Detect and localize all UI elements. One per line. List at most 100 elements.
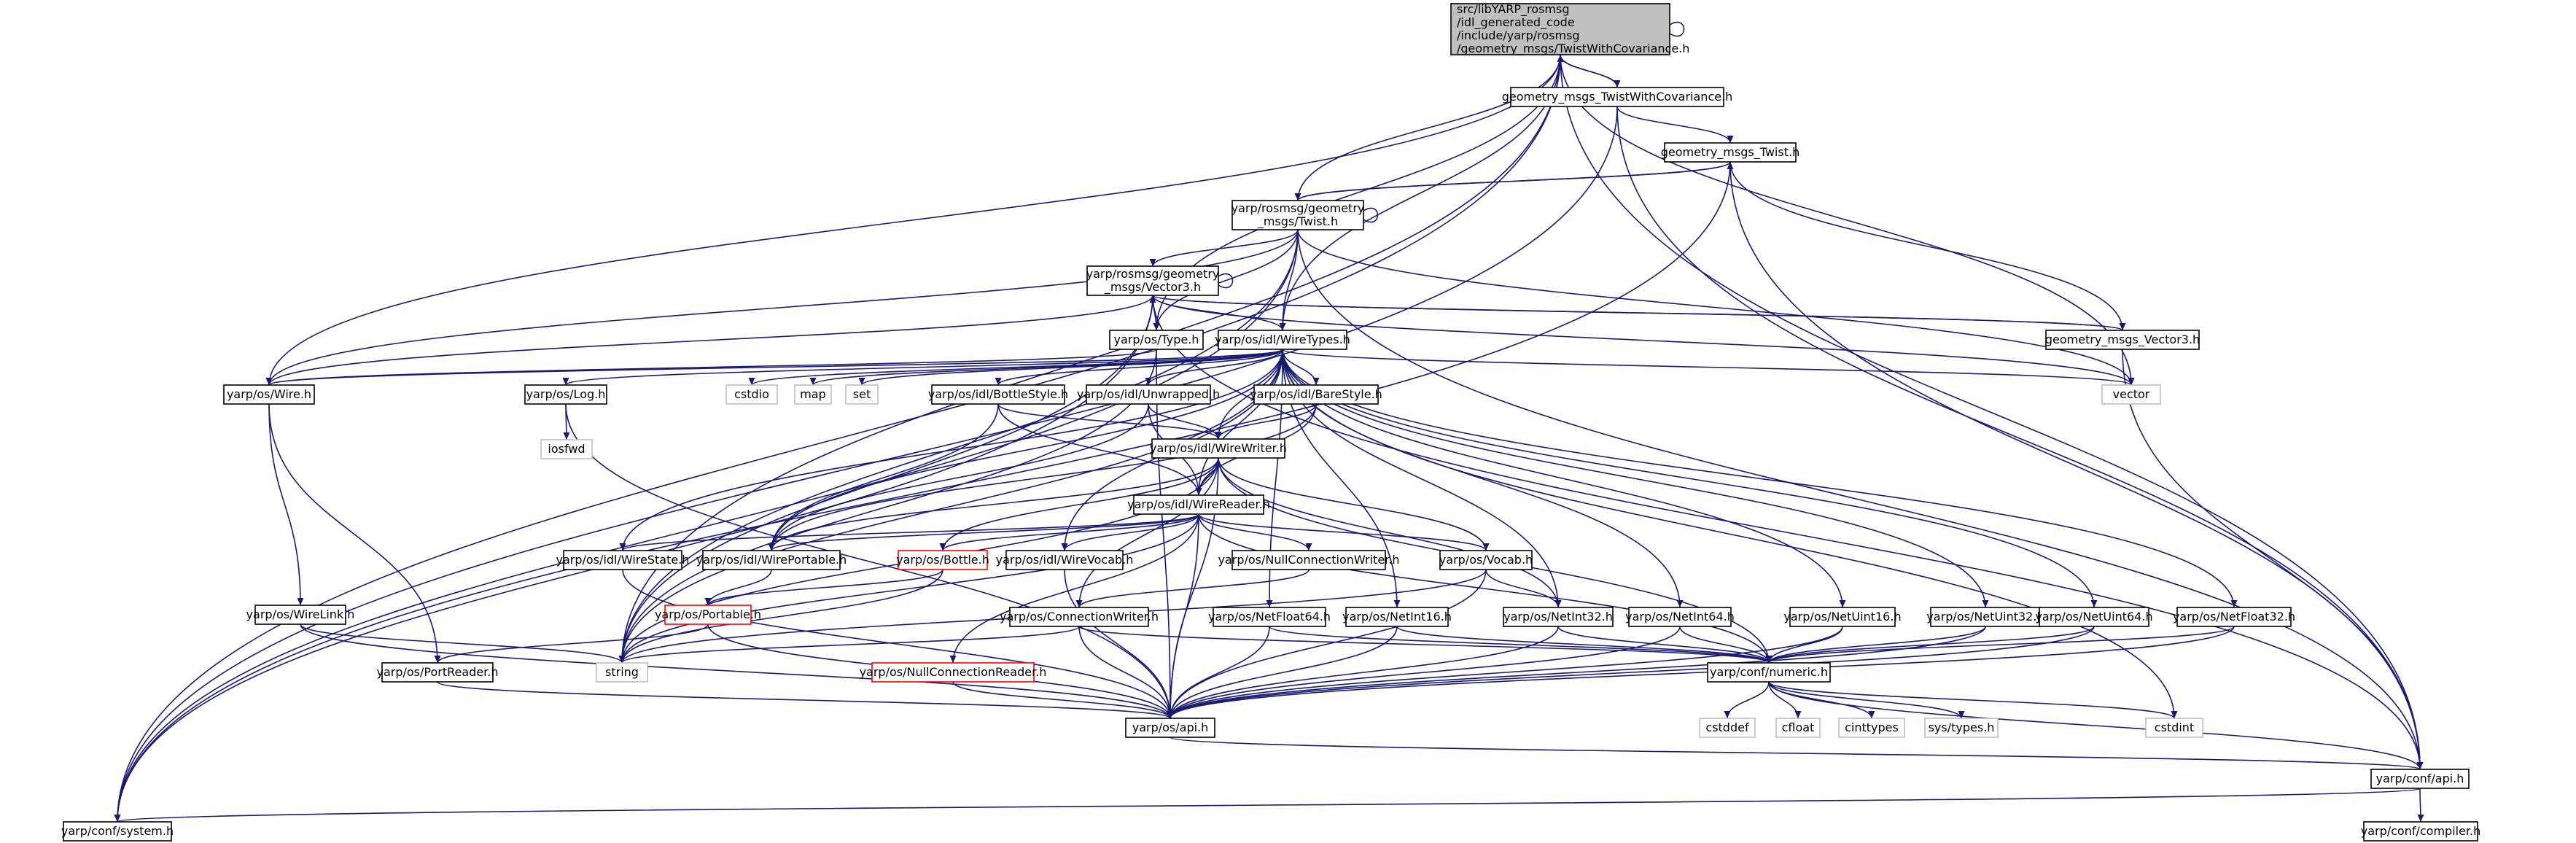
node-label: map [800, 387, 826, 401]
edge-wirelink-to-string [300, 623, 623, 664]
node-gmtwist[interactable]: geometry_msgs_Twist.h [1661, 142, 1799, 163]
node-wireportable[interactable]: yarp/os/idl/WirePortable.h [696, 550, 847, 570]
node-systypes[interactable]: sys/types.h [1924, 718, 1999, 738]
node-wire[interactable]: yarp/os/Wire.h [223, 384, 315, 405]
node-unwrapped[interactable]: yarp/os/idl/Unwrapped.h [1077, 384, 1220, 405]
node-wirevocab[interactable]: yarp/os/idl/WireVocab.h [996, 550, 1134, 570]
node-netfloat64[interactable]: yarp/os/NetFloat64.h [1208, 607, 1331, 627]
arrowhead-wiretypes-to-wire [265, 378, 273, 385]
arrowhead-yrtwist-to-yrvec3 [1149, 258, 1156, 266]
node-box [1086, 265, 1219, 296]
node-vocab[interactable]: yarp/os/Vocab.h [1439, 550, 1533, 570]
node-wirewriter[interactable]: yarp/os/idl/WireWriter.h [1150, 438, 1287, 459]
arrowhead-numeric-to-cstddef [1724, 711, 1731, 718]
node-label: sys/types.h [1929, 720, 1995, 734]
node-cstddef[interactable]: cstddef [1699, 718, 1756, 738]
node-string[interactable]: string [596, 662, 648, 683]
node-netuint64[interactable]: yarp/os/NetUint64.h [2035, 607, 2153, 627]
arrowhead-netfloat32-to-numeric [1765, 656, 1773, 663]
node-connwriter[interactable]: yarp/os/ConnectionWriter.h [1000, 607, 1159, 627]
node-netuint32[interactable]: yarp/os/NetUint32.h [1926, 607, 2044, 627]
edge-gmtwist-to-gmvec3 [1729, 161, 2123, 331]
edge-netfloat64-to-numeric [1269, 626, 1770, 664]
node-wiretypes[interactable]: yarp/os/idl/WireTypes.h [1215, 330, 1350, 350]
edge-connwriter-to-string [621, 626, 1080, 664]
node-wirelink[interactable]: yarp/os/WireLink.h [246, 605, 355, 625]
node-barestyle[interactable]: yarp/os/idl/BareStyle.h [1250, 384, 1382, 405]
node-type[interactable]: yarp/os/Type.h [1109, 330, 1204, 350]
node-cstdio[interactable]: cstdio [725, 384, 778, 405]
edge-root-to-vector [1560, 54, 2132, 386]
node-cfloat[interactable]: cfloat [1775, 718, 1821, 738]
node-vector[interactable]: vector [2101, 384, 2161, 405]
arrowhead-twc-to-gmtwist [1727, 135, 1734, 143]
edge-wirelink-to-osapi [300, 623, 1171, 719]
node-box [2101, 384, 2161, 405]
edge-wiretypes-to-wire [268, 349, 1283, 386]
node-root[interactable]: src/libYARP_rosmsg/idl_generated_code/in… [1450, 2, 1689, 56]
edge-netfloat32-to-numeric [1768, 626, 2235, 664]
node-box [563, 550, 682, 570]
node-iosfwd[interactable]: iosfwd [540, 439, 593, 459]
node-netint64[interactable]: yarp/os/NetInt64.h [1625, 607, 1735, 627]
node-box [725, 384, 778, 405]
node-netuint16[interactable]: yarp/os/NetUint16.h [1783, 607, 1902, 627]
edge-wiretypes-to-wirewriter [1218, 349, 1283, 440]
node-bottle[interactable]: yarp/os/Bottle.h [896, 550, 989, 570]
node-numeric[interactable]: yarp/conf/numeric.h [1707, 662, 1831, 683]
node-box [1005, 550, 1124, 570]
edge-bottle-to-string [621, 569, 943, 664]
node-label: geometry_msgs_Vector3.h [2045, 333, 2200, 347]
node-compiler[interactable]: yarp/conf/compiler.h [2361, 821, 2481, 842]
node-netfloat32[interactable]: yarp/os/NetFloat32.h [2173, 607, 2295, 627]
node-yrvec3[interactable]: yarp/rosmsg/geometry_msgs/Vector3.h [1086, 265, 1220, 296]
edge-twc-to-root [1560, 54, 1618, 88]
node-label: yarp/os/NullConnectionWriter.h [1218, 553, 1399, 567]
node-label: vector [2113, 387, 2150, 401]
node-cinttypes[interactable]: cinttypes [1838, 718, 1905, 738]
node-log[interactable]: yarp/os/Log.h [524, 384, 607, 405]
edge-netuint64-to-numeric [1768, 626, 2095, 664]
edge-wirereader-to-osapi [1170, 513, 1199, 719]
node-osapi[interactable]: yarp/os/api.h [1125, 718, 1215, 738]
node-gmvec3[interactable]: geometry_msgs_Vector3.h [2045, 330, 2200, 350]
arrowhead-gmtwist-to-yrtwist [1294, 193, 1301, 201]
arrowhead-wirereader-to-nullconnwriter [1305, 543, 1312, 551]
edge-wirereader-to-numeric [1198, 513, 1770, 664]
edge-netuint32-to-osapi [1170, 626, 1986, 719]
node-yrtwist[interactable]: yarp/rosmsg/geometry_msgs/Twist.h [1231, 200, 1365, 230]
node-box [2145, 718, 2203, 738]
node-cstdint[interactable]: cstdint [2145, 718, 2203, 738]
node-label: yarp/rosmsg/geometry [1086, 267, 1220, 281]
node-box [1253, 384, 1379, 405]
node-nullconnreader[interactable]: yarp/os/NullConnectionReader.h [860, 662, 1047, 683]
edge-netuint16-to-osapi [1170, 626, 1843, 719]
node-set[interactable]: set [845, 384, 879, 405]
node-twc[interactable]: geometry_msgs_TwistWithCovariance.h [1502, 87, 1733, 107]
edge-yrtwist-to-confapi [1297, 229, 2421, 770]
node-label: yarp/os/Portable.h [655, 607, 761, 621]
node-box [1109, 330, 1204, 350]
node-netint32[interactable]: yarp/os/NetInt32.h [1503, 607, 1614, 627]
node-map[interactable]: map [794, 384, 832, 405]
arrowhead-numeric-to-cstdint [2171, 711, 2178, 718]
node-label: yarp/os/NetInt16.h [1342, 610, 1452, 623]
arrowhead-wiretypes-to-cstdio [748, 378, 755, 385]
node-box [1789, 607, 1896, 627]
node-label: yarp/rosmsg/geometry [1231, 201, 1365, 215]
node-system[interactable]: yarp/conf/system.h [61, 821, 174, 842]
node-box [1218, 330, 1347, 350]
node-portreader[interactable]: yarp/os/PortReader.h [376, 662, 499, 683]
node-portable[interactable]: yarp/os/Portable.h [655, 605, 761, 625]
node-confapi[interactable]: yarp/conf/api.h [2370, 769, 2470, 789]
node-netint16[interactable]: yarp/os/NetInt16.h [1342, 607, 1452, 627]
node-wirestate[interactable]: yarp/os/idl/WireState.h [556, 550, 690, 570]
edge-wirewriter-to-netint32 [1218, 457, 1559, 608]
node-nullconnwriter[interactable]: yarp/os/NullConnectionWriter.h [1218, 550, 1400, 570]
node-bottlestyle[interactable]: yarp/os/idl/BottleStyle.h [928, 384, 1068, 405]
node-box [1450, 3, 1670, 55]
node-box [254, 605, 346, 625]
arrowhead-root-to-twc [1614, 79, 1621, 88]
arrowhead-wiretypes-to-vector [2128, 378, 2135, 385]
node-wirereader[interactable]: yarp/os/idl/WireReader.h [1127, 494, 1270, 515]
